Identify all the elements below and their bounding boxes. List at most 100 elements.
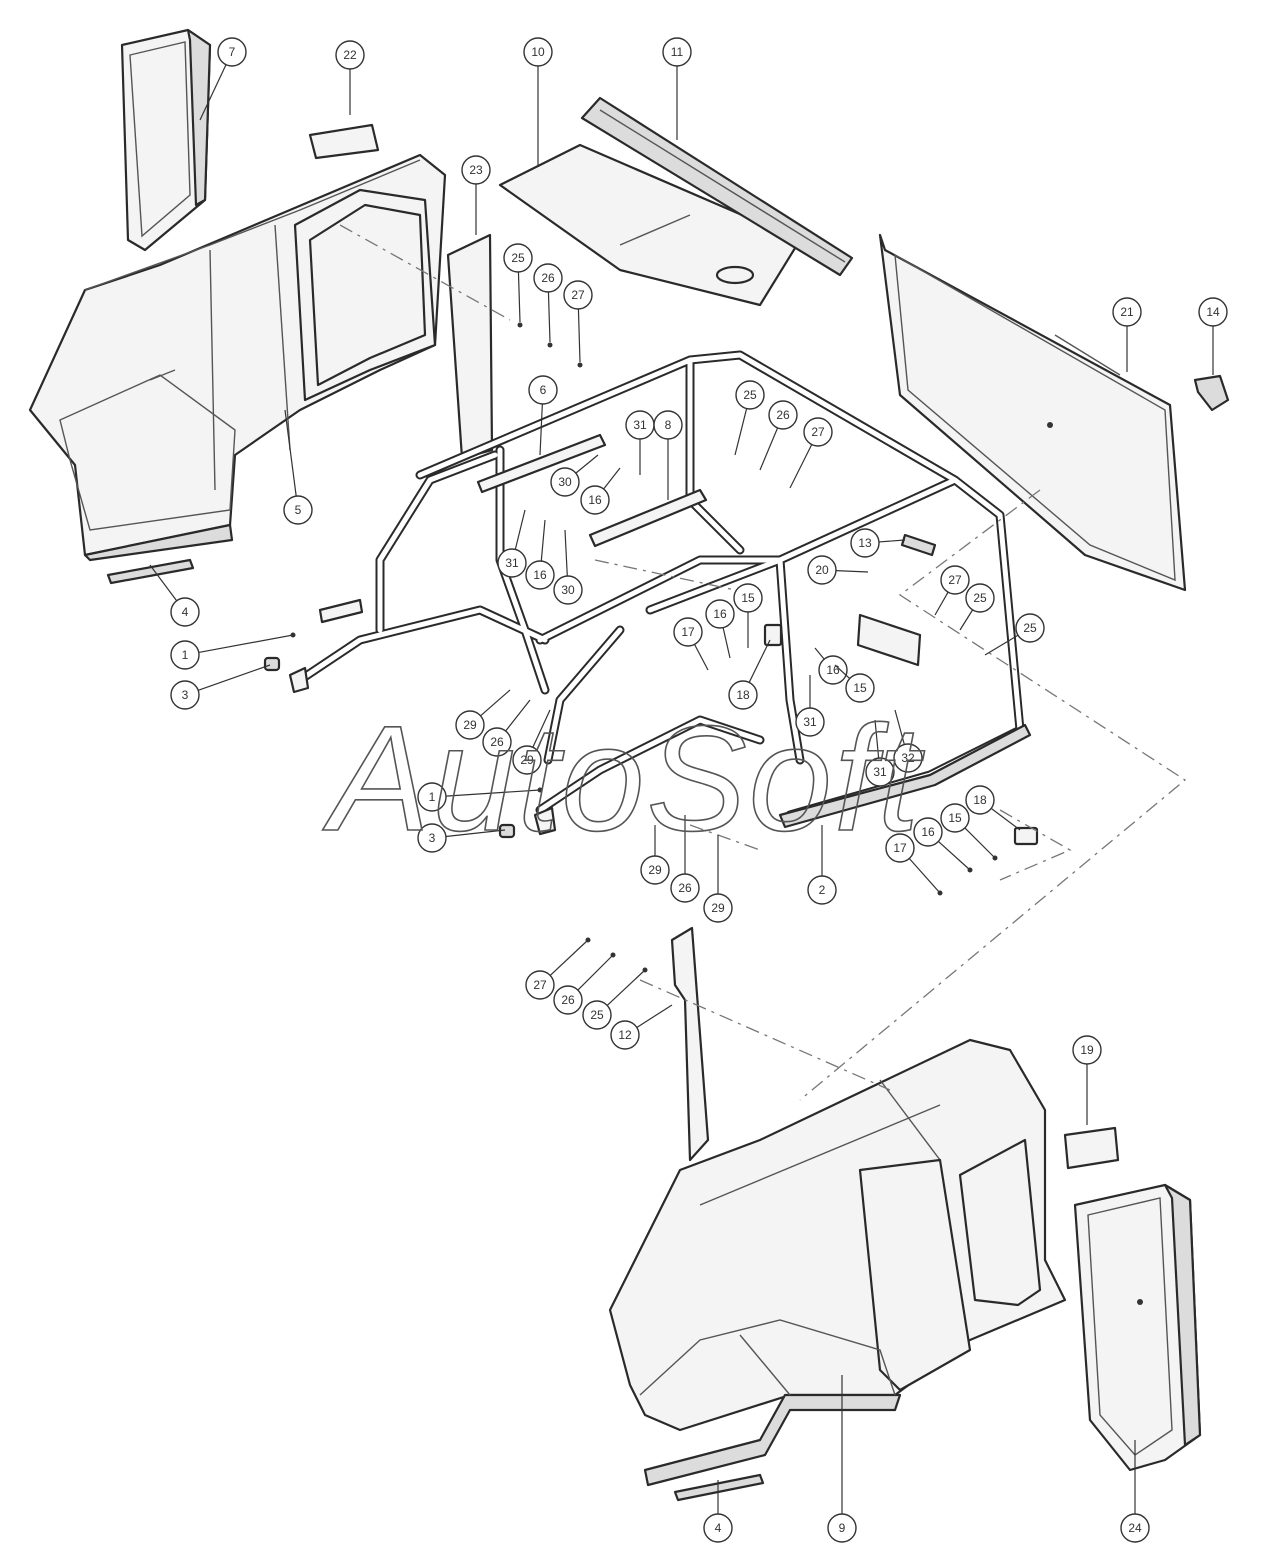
callout-leader-line [759, 427, 779, 471]
callout-12: 12 [610, 1004, 673, 1050]
callout-20: 20 [807, 555, 869, 585]
callout-leader-line [532, 709, 551, 748]
callout-leader-line [514, 509, 526, 550]
callout-number: 26 [541, 271, 555, 285]
callout-number: 30 [558, 475, 572, 489]
callout-number: 4 [182, 605, 189, 619]
part-5-left-shell [28, 153, 447, 562]
callout-number: 13 [858, 536, 872, 550]
callout-balloon [795, 707, 825, 737]
callout-number: 3 [182, 688, 189, 702]
callout-number: 15 [948, 811, 962, 825]
callout-32: 32 [893, 709, 923, 773]
callout-balloon [461, 155, 491, 185]
callout-balloon [940, 565, 970, 595]
callout-25: 25 [959, 583, 995, 631]
callout-number: 16 [713, 607, 727, 621]
callout-balloon [728, 680, 758, 710]
callout-22: 22 [335, 40, 365, 115]
callout-24: 24 [1120, 1440, 1150, 1543]
part-24-door-panel [1073, 1183, 1202, 1472]
callout-number: 31 [803, 715, 817, 729]
callout-leader-line [198, 634, 294, 654]
callout-number: 16 [533, 568, 547, 582]
callout-number: 3 [429, 831, 436, 845]
callout-leader-line [480, 689, 511, 717]
part-7-door-panel [120, 28, 212, 252]
callout-number: 25 [973, 591, 987, 605]
callout-balloon [733, 583, 763, 613]
callout-3: 3 [170, 664, 271, 710]
callout-balloon [563, 280, 593, 310]
callout-leader-line [874, 719, 880, 759]
callout-number: 14 [1206, 305, 1220, 319]
callout-balloon [417, 823, 447, 853]
callout-balloon [885, 833, 915, 863]
callout-balloon [550, 467, 580, 497]
callout-16: 16 [814, 647, 848, 685]
callout-leader-line [517, 271, 521, 323]
callout-balloon [525, 970, 555, 1000]
callout-8: 8 [653, 410, 683, 500]
callout-number: 29 [711, 901, 725, 915]
callout-number: 27 [948, 573, 962, 587]
callout-number: 6 [540, 383, 547, 397]
callout-27: 27 [563, 280, 593, 363]
callout-25: 25 [734, 380, 765, 456]
callout-balloon [703, 893, 733, 923]
callout-balloon [553, 575, 583, 605]
callout-number: 31 [505, 556, 519, 570]
callout-leader-line [606, 969, 646, 1006]
callout-27: 27 [525, 939, 589, 1000]
callout-17: 17 [673, 617, 709, 671]
callout-leader-line [878, 539, 906, 543]
callout-leader-line [908, 858, 941, 894]
callout-balloon [533, 263, 563, 293]
callout-number: 15 [853, 681, 867, 695]
callout-number: 15 [741, 591, 755, 605]
callout-balloon [170, 680, 200, 710]
callout-leader-line [984, 634, 1019, 656]
callout-balloon [283, 495, 313, 525]
roll-cage-frame [295, 350, 1032, 829]
callout-leader-line [547, 291, 551, 343]
callout-balloon [497, 548, 527, 578]
callout-balloon [580, 485, 610, 515]
callout-number: 16 [826, 663, 840, 677]
callout-15: 15 [940, 803, 996, 859]
callout-21: 21 [1112, 297, 1142, 372]
hardware-parts [263, 322, 1039, 973]
callout-4: 4 [149, 564, 200, 627]
callout-6: 6 [528, 375, 558, 456]
callout-balloon [735, 380, 765, 410]
callout-number: 25 [743, 388, 757, 402]
callout-number: 9 [839, 1521, 846, 1535]
callout-balloon [662, 37, 692, 67]
callout-30: 30 [553, 529, 583, 605]
callout-27: 27 [934, 565, 970, 616]
callout-leader-line [748, 639, 771, 683]
callout-29: 29 [640, 825, 670, 885]
assembly-dashed-lines [339, 224, 1187, 1101]
callout-leader-line [577, 954, 614, 991]
callout-number: 20 [815, 563, 829, 577]
callout-10: 10 [523, 37, 553, 165]
watermark: AutoSoft [322, 694, 925, 862]
callout-balloon [673, 617, 703, 647]
callout-14: 14 [1198, 297, 1228, 375]
callout-number: 10 [531, 45, 545, 59]
callout-number: 29 [463, 718, 477, 732]
callout-balloon [582, 1000, 612, 1030]
callout-number: 31 [633, 418, 647, 432]
callout-balloon [845, 673, 875, 703]
callout-balloon [523, 37, 553, 67]
callout-17: 17 [885, 833, 941, 894]
part-21-rear-panel [878, 233, 1187, 592]
callout-balloon [1198, 297, 1228, 327]
callout-number: 23 [469, 163, 483, 177]
callout-26: 26 [670, 815, 700, 903]
callout-number: 27 [571, 288, 585, 302]
part-4-seal-strip-lower [673, 1473, 765, 1502]
callout-balloon [512, 745, 542, 775]
